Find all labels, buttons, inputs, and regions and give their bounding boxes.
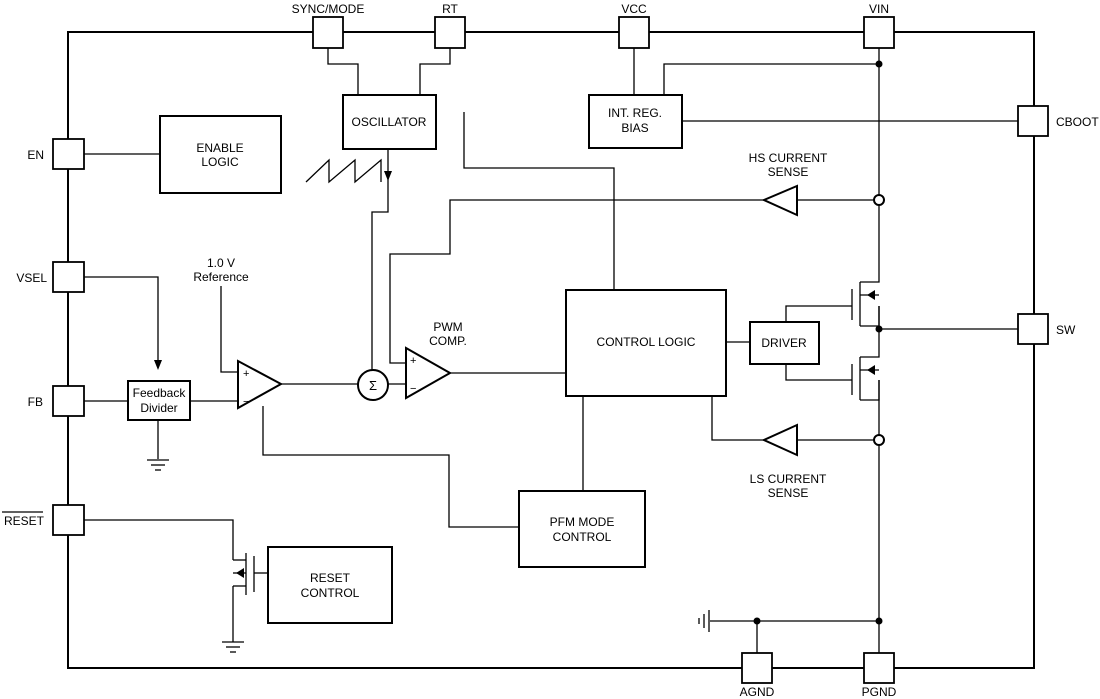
pin-sync-mode: SYNC/MODE xyxy=(292,2,365,49)
hs-current-sense-amp xyxy=(761,184,798,217)
pin-label-vin: VIN xyxy=(869,2,889,16)
pin-reset: RESET xyxy=(2,504,85,536)
pwm-comp-minus: − xyxy=(410,383,416,395)
pin-label-sw: SW xyxy=(1056,323,1076,337)
ls-current-sense-amp xyxy=(761,423,798,457)
driver-block: DRIVER xyxy=(749,321,820,365)
reference-label-line1: 1.0 V xyxy=(207,256,235,270)
pin-cboot: CBOOT xyxy=(1017,105,1099,137)
ls-current-sense-label-line1: LS CURRENT xyxy=(750,472,827,486)
pin-pgnd: PGND xyxy=(862,652,897,699)
pin-en: EN xyxy=(27,138,85,170)
oscillator-block: OSCILLATOR xyxy=(342,94,437,150)
low-side-mosfet-icon xyxy=(851,354,880,401)
sawtooth-ramp-icon xyxy=(305,158,392,184)
ground-symbol-icon xyxy=(147,459,169,471)
svg-text:BIAS: BIAS xyxy=(621,121,648,135)
pin-agnd: AGND xyxy=(740,652,775,699)
ground-symbol-icon xyxy=(698,610,710,632)
svg-text:PFM MODE: PFM MODE xyxy=(550,515,615,529)
error-amplifier: + − xyxy=(237,359,284,410)
pwm-comparator: + − xyxy=(405,346,453,400)
svg-text:CONTROL: CONTROL xyxy=(553,530,612,544)
svg-text:CONTROL: CONTROL xyxy=(301,586,360,600)
hs-current-sense-label-line1: HS CURRENT xyxy=(749,151,828,165)
pin-label-en: EN xyxy=(27,148,44,162)
pin-label-agnd: AGND xyxy=(740,685,775,699)
pfm-mode-control-block: PFM MODE CONTROL xyxy=(518,490,646,568)
pin-label-cboot: CBOOT xyxy=(1056,115,1099,129)
pin-vcc: VCC xyxy=(618,2,650,49)
hs-current-sense-label-line2: SENSE xyxy=(768,165,809,179)
ramp-arrow-icon xyxy=(384,171,392,181)
reset-mosfet-icon xyxy=(233,553,268,595)
pin-label-sync-mode: SYNC/MODE xyxy=(292,2,365,16)
error-amp-plus: + xyxy=(243,368,249,380)
svg-text:Feedback: Feedback xyxy=(133,386,187,400)
reset-control-block: RESET CONTROL xyxy=(267,546,393,624)
sigma-symbol: Σ xyxy=(369,378,377,393)
svg-text:RESET: RESET xyxy=(310,571,351,585)
feedback-divider-block: Feedback Divider xyxy=(127,380,191,421)
pwm-comp-plus: + xyxy=(410,355,416,367)
int-reg-bias-block: INT. REG. BIAS xyxy=(588,94,683,149)
pin-label-fb: FB xyxy=(28,395,43,409)
ls-sense-node xyxy=(873,434,885,446)
high-side-mosfet-icon xyxy=(851,278,880,327)
reference-label-line2: Reference xyxy=(193,270,249,284)
error-amp-minus: − xyxy=(243,396,249,408)
summing-node: Σ xyxy=(357,369,389,401)
pin-fb: FB xyxy=(28,385,85,417)
svg-text:DRIVER: DRIVER xyxy=(761,336,807,350)
pwm-comp-label-line2: COMP. xyxy=(429,334,467,348)
junction-dot xyxy=(875,617,883,625)
hs-sense-node xyxy=(873,194,885,206)
svg-text:INT. REG.: INT. REG. xyxy=(608,106,662,120)
pin-vsel: VSEL xyxy=(16,261,85,293)
ls-current-sense-label-line2: SENSE xyxy=(768,486,809,500)
control-logic-block: CONTROL LOGIC xyxy=(565,289,727,397)
svg-text:CONTROL LOGIC: CONTROL LOGIC xyxy=(597,335,696,349)
ic-outline xyxy=(67,31,1035,669)
pin-label-vsel: VSEL xyxy=(16,271,47,285)
pin-label-rt: RT xyxy=(442,2,458,16)
junction-dot xyxy=(753,617,761,625)
vsel-arrow-icon xyxy=(154,360,162,370)
ground-symbol-icon xyxy=(222,641,244,653)
pin-sw: SW xyxy=(1017,313,1076,345)
junction-dot xyxy=(875,60,883,68)
pin-label-reset: RESET xyxy=(4,514,45,528)
wiring xyxy=(84,48,1018,653)
pin-rt: RT xyxy=(434,2,466,49)
svg-text:Divider: Divider xyxy=(140,401,177,415)
svg-text:OSCILLATOR: OSCILLATOR xyxy=(352,115,427,129)
pin-label-pgnd: PGND xyxy=(862,685,897,699)
pin-label-vcc: VCC xyxy=(621,2,647,16)
pin-vin: VIN xyxy=(863,2,895,49)
enable-logic-block: ENABLE LOGIC xyxy=(159,115,282,194)
pwm-comp-label-line1: PWM xyxy=(433,320,462,334)
junction-dot xyxy=(875,325,883,333)
svg-text:LOGIC: LOGIC xyxy=(201,155,239,169)
svg-text:ENABLE: ENABLE xyxy=(196,141,243,155)
